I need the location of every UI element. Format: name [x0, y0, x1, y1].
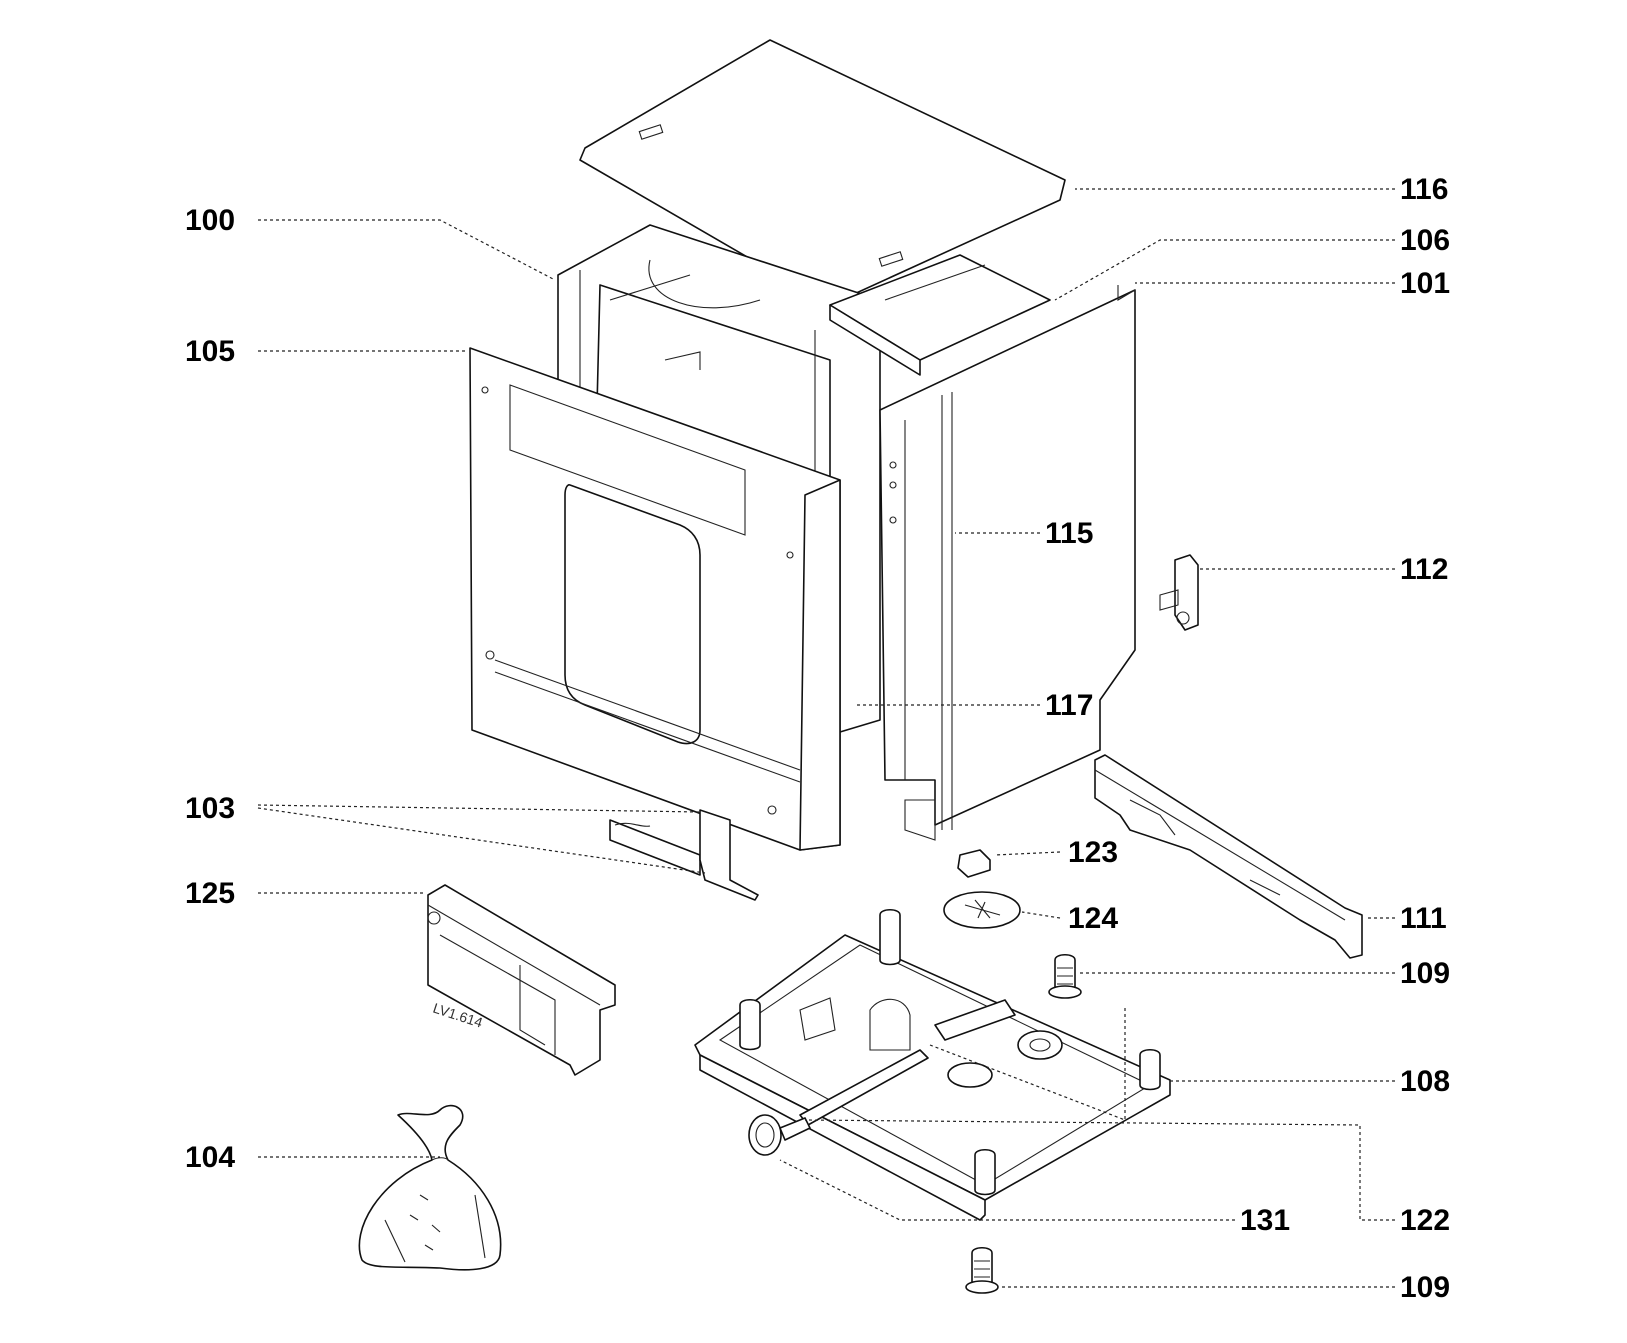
part-label-131: 131	[1240, 1204, 1290, 1237]
part-label-105: 105	[185, 335, 235, 368]
control-module-drawing: LV1.614	[427, 884, 616, 1076]
part-label-123: 123	[1068, 836, 1118, 869]
leveling-foot-upper-drawing	[1048, 953, 1082, 999]
part-label-117: 117	[1045, 689, 1093, 722]
clip-112-drawing	[1159, 554, 1199, 631]
part-label-109-upper: 109	[1400, 957, 1450, 990]
disc-cap-drawing	[943, 891, 1021, 929]
knob-drawing	[748, 1114, 811, 1156]
door-panel-drawing	[469, 347, 841, 851]
part-label-100: 100	[185, 204, 235, 237]
connector-drawing	[957, 849, 991, 878]
top-plate-drawing	[579, 39, 1066, 306]
hinge-drawing	[609, 809, 759, 901]
part-label-124: 124	[1068, 902, 1118, 935]
part-label-116: 116	[1400, 173, 1448, 206]
part-label-108: 108	[1400, 1065, 1450, 1098]
part-label-122: 122	[1400, 1204, 1450, 1237]
part-label-125: 125	[185, 877, 235, 910]
part-label-104: 104	[185, 1141, 235, 1174]
side-panel-drawing	[879, 285, 1136, 841]
base-tray-drawing	[694, 908, 1171, 1221]
part-label-103: 103	[185, 792, 235, 825]
part-label-109-lower: 109	[1400, 1271, 1450, 1304]
part-label-112: 112	[1400, 553, 1448, 586]
leader-lines	[257, 188, 1395, 1288]
screw-bag-drawing	[358, 1104, 502, 1271]
part-label-115: 115	[1045, 517, 1093, 550]
leveling-foot-lower-drawing	[965, 1246, 999, 1294]
inner-lid-drawing	[829, 254, 1051, 376]
part-labels: 116 100 106 101 105 115 112 117 103 123 …	[185, 173, 1450, 1304]
part-label-111: 111	[1400, 902, 1447, 935]
part-label-101: 101	[1400, 267, 1450, 300]
rail-drawing	[1094, 754, 1363, 959]
part-label-106: 106	[1400, 224, 1450, 257]
